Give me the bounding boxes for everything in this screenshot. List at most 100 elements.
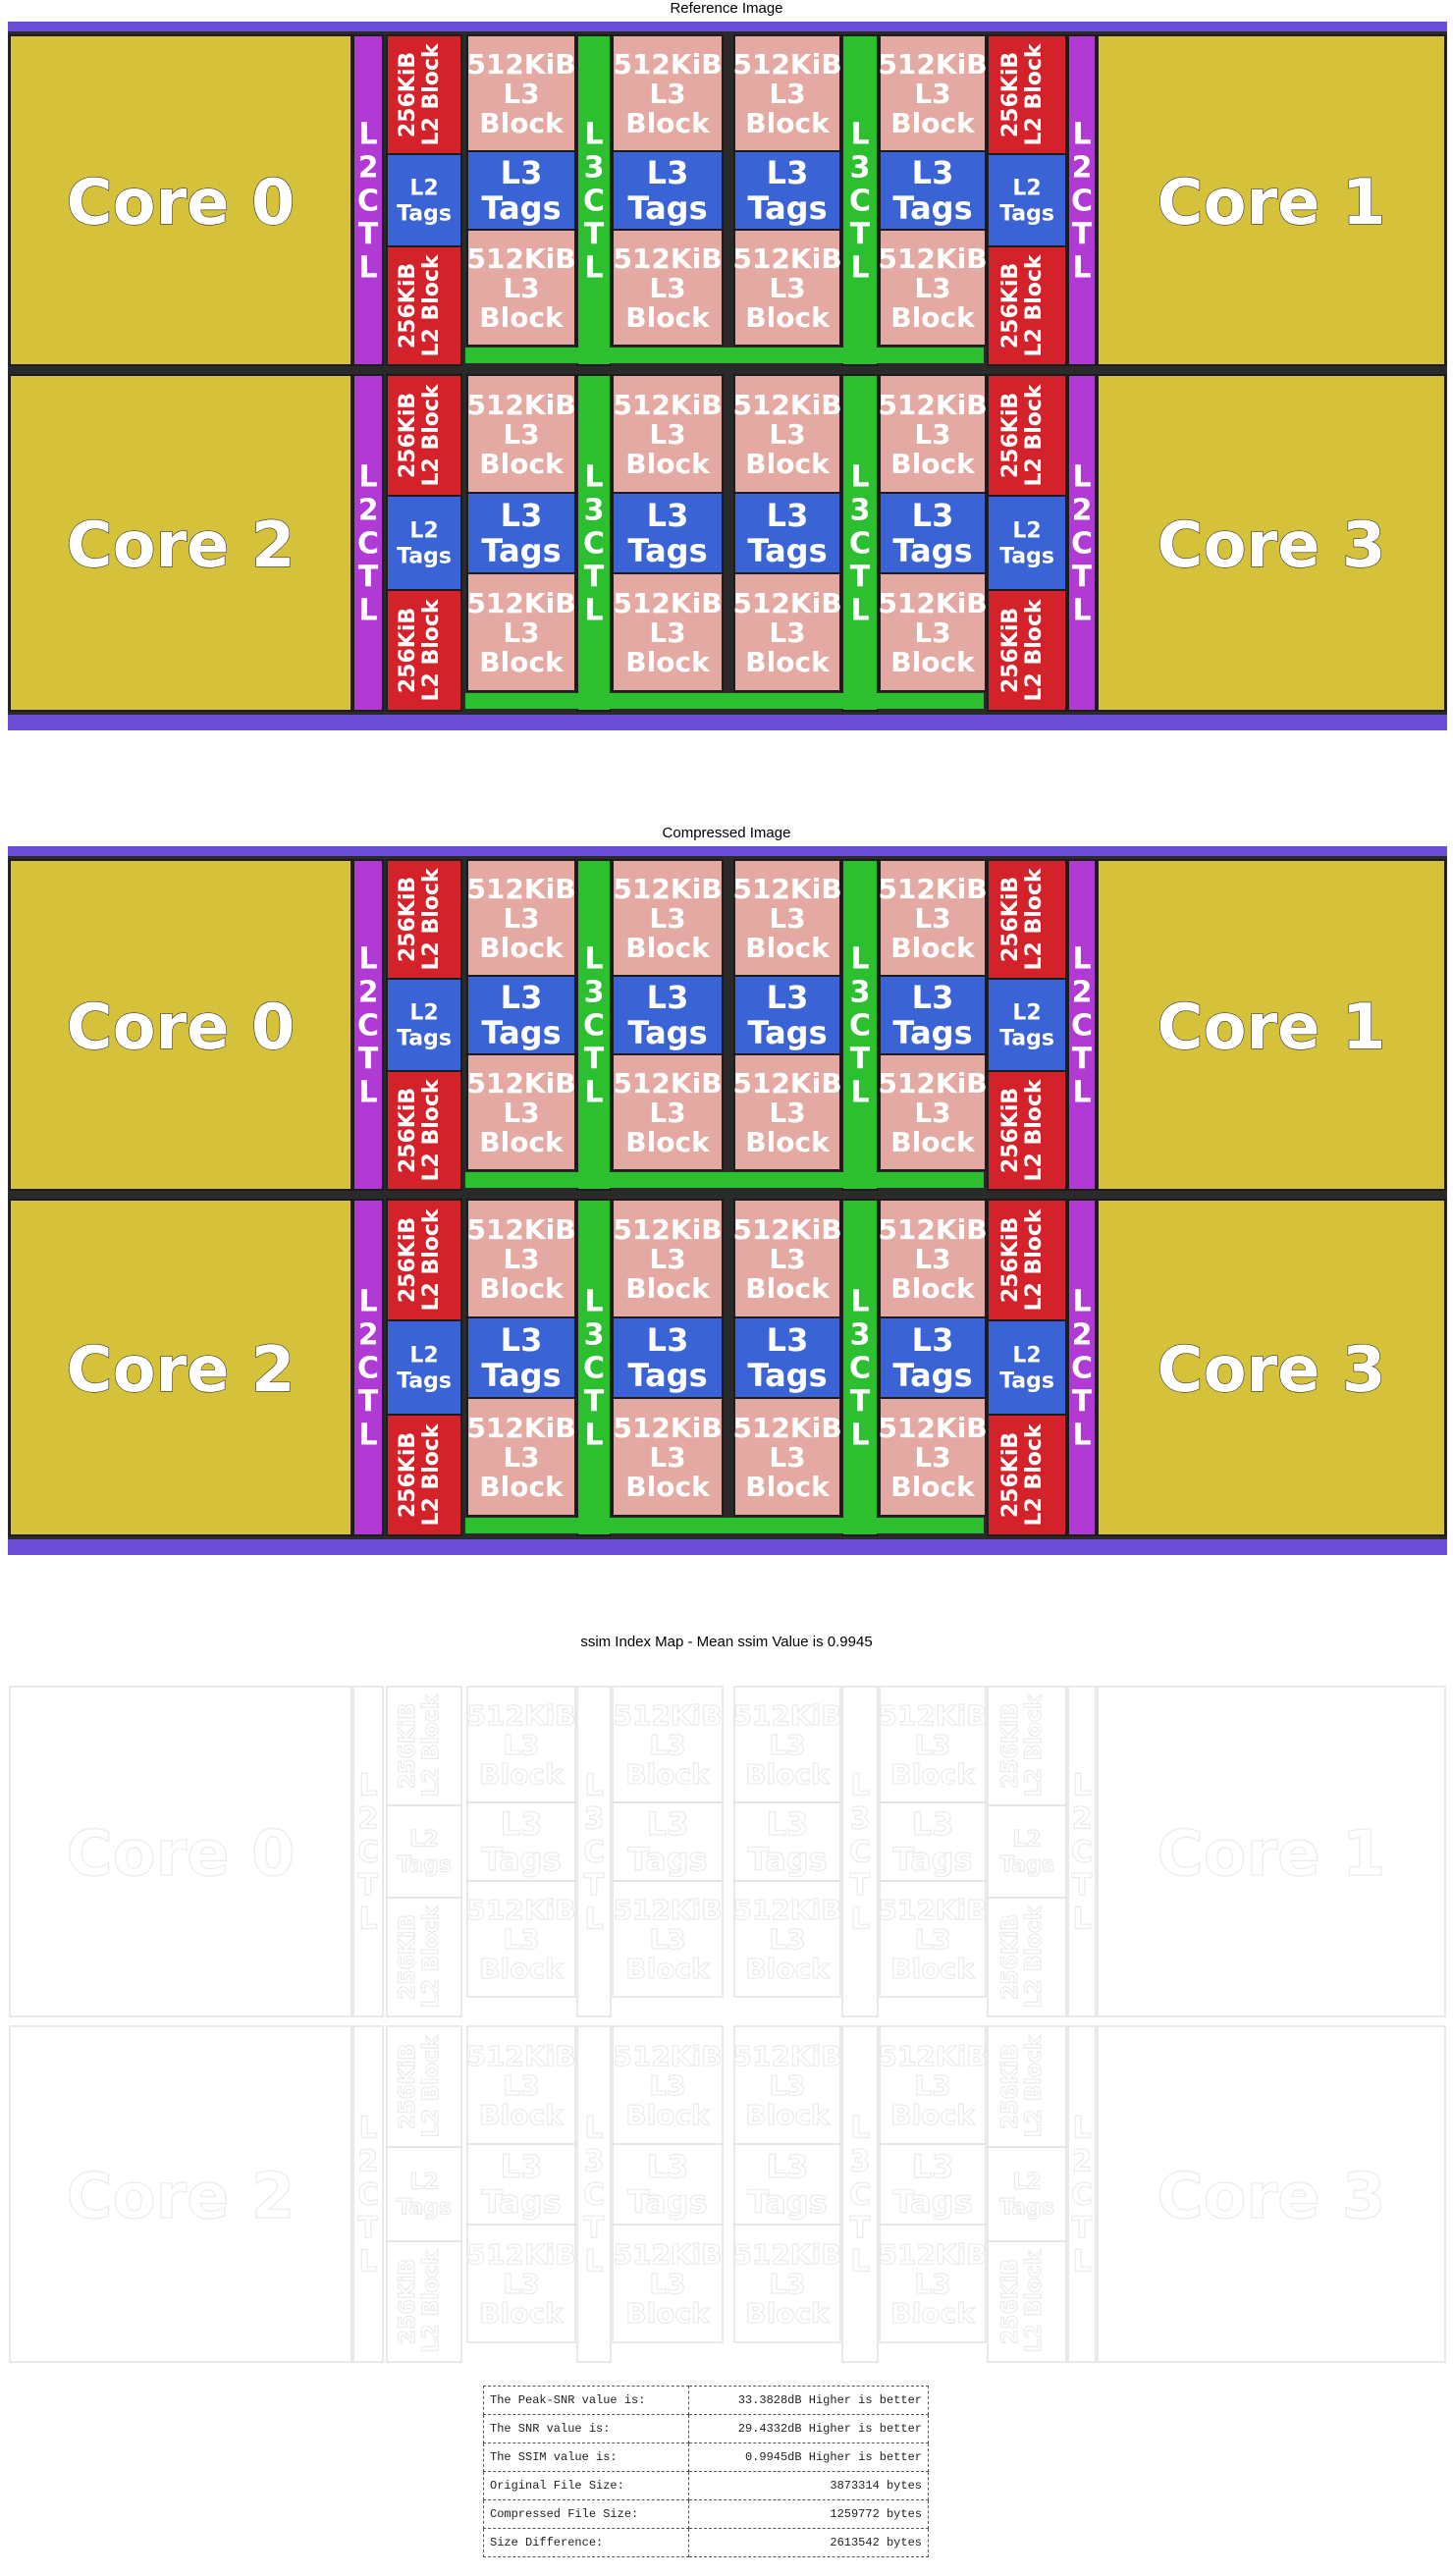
stat-value: 1259772 bytes — [688, 2500, 928, 2529]
l2-ctl-label: 2 — [1072, 976, 1093, 1010]
stat-label: Size Difference: — [484, 2529, 689, 2557]
l2-ctl-label: C — [357, 1836, 379, 1870]
l2-block-label: 256KiB — [998, 2044, 1023, 2129]
l3-block-label: 512KiB — [466, 389, 575, 421]
table-row: Original File Size:3873314 bytes — [484, 2472, 929, 2500]
l3-block-label: L3 — [503, 272, 539, 304]
l3-block-label: Block — [890, 1953, 976, 1985]
l3-block-label: L3 — [503, 1441, 539, 1474]
compressed-image-title: Compressed Image — [0, 825, 1453, 841]
l3-block-label: Block — [745, 646, 831, 678]
l3-tags-label: L3 — [912, 497, 954, 534]
l2-ctl-label: 2 — [358, 494, 379, 528]
l2-ctl-label: C — [1071, 185, 1093, 219]
l3-block-label: L3 — [914, 2069, 950, 2102]
l3-block-label: L3 — [649, 1097, 685, 1129]
l2-ctl-label: L — [358, 1903, 377, 1937]
l3-tags-label: L3 — [501, 979, 543, 1016]
l3-block-label: Block — [625, 1953, 711, 1985]
l3-tags-label: Tags — [627, 189, 707, 227]
l3-ctl-label: C — [849, 2178, 871, 2213]
l3-block-label: Block — [479, 107, 565, 139]
l3-block-label: Block — [479, 301, 565, 334]
l3-block-label: L3 — [649, 2268, 685, 2300]
l3-block-label: Block — [745, 1126, 831, 1158]
l2-block-label: L2 Block — [419, 42, 444, 145]
l2-block-label: L2 Block — [419, 1693, 444, 1797]
l2-ctl-label: L — [1072, 251, 1091, 286]
l3-ctl-label: T — [584, 1043, 605, 1077]
l3-ctl-label: L — [584, 460, 603, 495]
l3-tags-label: Tags — [481, 1357, 561, 1394]
l3-block-label: L3 — [503, 902, 539, 935]
l2-ctl-label: L — [1072, 118, 1091, 152]
l3-ctl-label: L — [850, 2245, 869, 2280]
l3-block-label: 512KiB — [878, 389, 987, 421]
l3-block-label: 512KiB — [878, 242, 987, 275]
l2-block-label: 256KiB — [396, 877, 420, 962]
l2-block-label: 256KiB — [396, 263, 420, 349]
l3-block-label: Block — [890, 448, 976, 480]
l3-ctl-label: T — [584, 561, 605, 595]
l2-tags-label: Tags — [999, 545, 1054, 569]
l2-tags-label: L2 — [409, 2171, 438, 2195]
core-label: Core 0 — [67, 992, 296, 1064]
l3-block-label: Block — [745, 2297, 831, 2330]
l2-block-label: 256KiB — [396, 1217, 420, 1303]
l3-block-label: 512KiB — [613, 1213, 722, 1246]
l3-block-label: 512KiB — [732, 587, 841, 619]
l2-tags-label: L2 — [409, 177, 438, 201]
l2-block-label: 256KiB — [998, 1217, 1023, 1303]
l2-ctl-label: T — [358, 1869, 379, 1904]
l2-ctl-label: C — [1071, 1009, 1093, 1044]
l3-block-label: Block — [625, 1126, 711, 1158]
l3-block-label: L3 — [914, 1243, 950, 1275]
l3-block-label: L3 — [769, 1097, 805, 1129]
l3-block-label: L3 — [649, 1923, 685, 1956]
l3-block-label: Block — [890, 301, 976, 334]
l2-ctl-label: C — [357, 2178, 379, 2213]
l2-block-label: L2 Block — [1022, 253, 1047, 356]
l2-tags-label: L2 — [409, 1828, 438, 1852]
l3-block-label: Block — [625, 1272, 711, 1305]
stat-value: 3873314 bytes — [688, 2472, 928, 2500]
l3-block-label: L3 — [914, 1441, 950, 1474]
l3-block-label: L3 — [649, 1729, 685, 1761]
l3-tags-label: L3 — [647, 154, 689, 191]
l3-tags-label: Tags — [747, 1357, 827, 1394]
l3-block-label: Block — [745, 1471, 831, 1503]
l2-tags-label: Tags — [397, 1027, 452, 1051]
l3-block-label: L3 — [769, 1923, 805, 1956]
l2-ctl-label: 2 — [358, 151, 379, 186]
l3-ctl-label: C — [583, 1352, 605, 1386]
l3-block-label: Block — [890, 1272, 976, 1305]
l3-block-label: 512KiB — [613, 587, 722, 619]
core-label: Core 3 — [1157, 2161, 1386, 2233]
l3-block-label: 512KiB — [466, 242, 575, 275]
l2-ctl-label: C — [1071, 1352, 1093, 1386]
l3-tags-label: L3 — [767, 1805, 809, 1843]
l3-block-label: 512KiB — [466, 1894, 575, 1926]
l2-tags-label: Tags — [397, 1369, 452, 1394]
l3-tags-label: Tags — [892, 2183, 972, 2221]
l3-ctl-label: L — [584, 1419, 603, 1453]
l2-ctl-label: L — [358, 460, 377, 495]
l3-ctl-label: T — [584, 1385, 605, 1420]
l3-tags-label: Tags — [892, 1841, 972, 1878]
l3-tags-label: L3 — [647, 2148, 689, 2185]
l2-block-label: 256KiB — [998, 877, 1023, 962]
l3-ctl-label: 3 — [850, 1802, 871, 1837]
l3-bus — [465, 693, 984, 709]
l3-tags-label: L3 — [501, 2148, 543, 2185]
l3-ctl-label: L — [850, 460, 869, 495]
l3-block-label: 512KiB — [732, 1067, 841, 1100]
l3-block-label: 512KiB — [878, 1699, 987, 1732]
l2-block-label: 256KiB — [998, 52, 1023, 137]
l2-block-label: L2 Block — [1022, 42, 1047, 145]
l3-tags-label: L3 — [912, 154, 954, 191]
core-label: Core 3 — [1157, 510, 1386, 582]
l3-ctl-label: C — [849, 1009, 871, 1044]
l3-tags-label: Tags — [892, 532, 972, 569]
l3-block-label: L3 — [914, 902, 950, 935]
l2-ctl-label: T — [358, 1043, 379, 1077]
